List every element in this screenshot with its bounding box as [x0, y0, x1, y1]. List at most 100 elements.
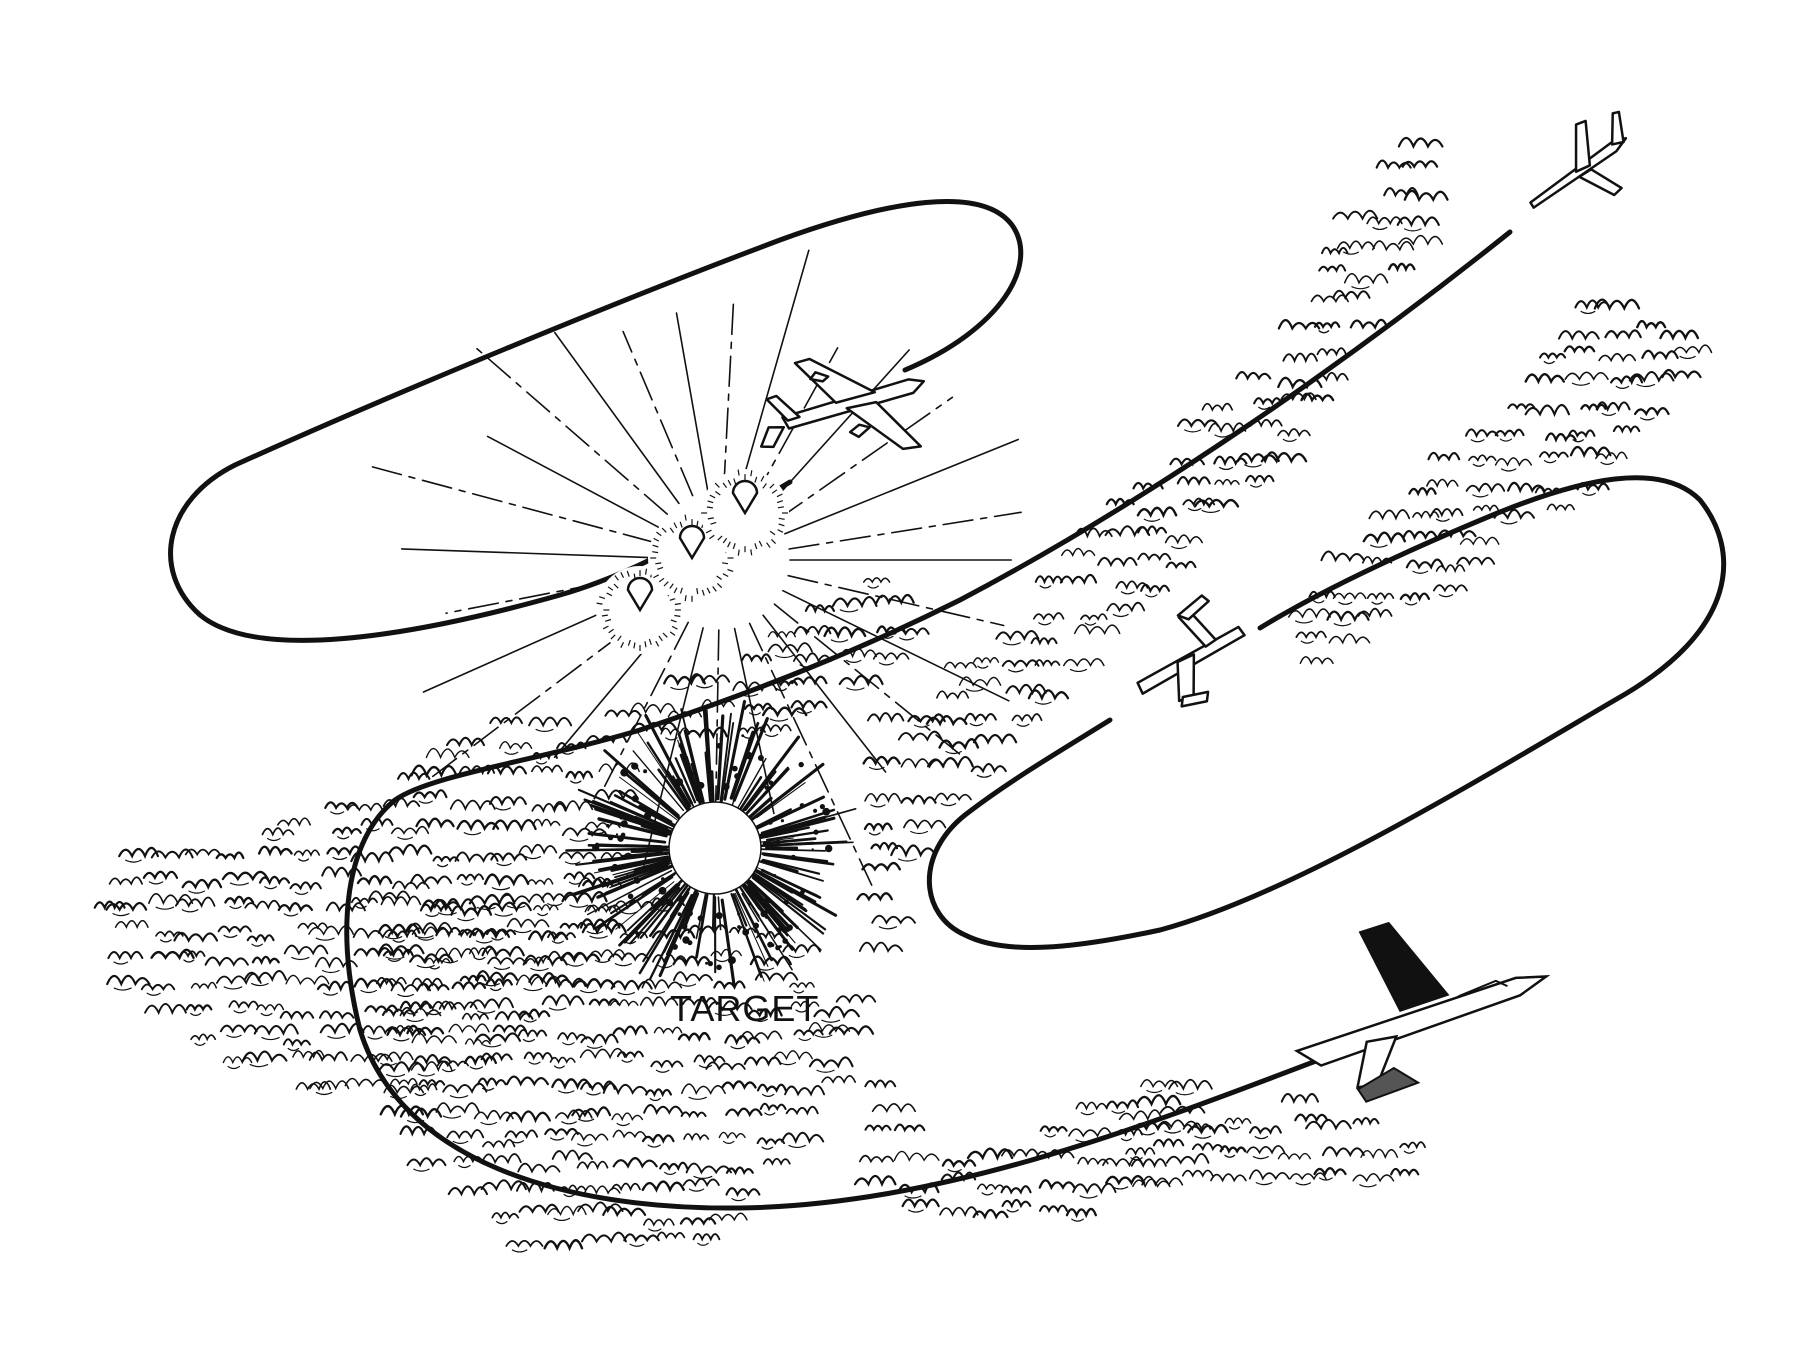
- tree-shadow: [230, 906, 241, 908]
- tree-shadow: [900, 638, 914, 640]
- tree-shadow: [147, 993, 160, 995]
- tree-clump: [1202, 404, 1232, 410]
- tree-shadow: [1080, 1196, 1097, 1198]
- tree-clump: [674, 957, 711, 964]
- tree-clump: [863, 863, 900, 869]
- tree-shadow: [149, 882, 162, 884]
- tree-shadow: [1301, 641, 1313, 643]
- tree-clump: [624, 1234, 658, 1240]
- tree-shadow: [630, 1244, 644, 1246]
- debris-dot: [612, 864, 619, 871]
- tree-clump: [1075, 625, 1120, 634]
- tree-clump: [223, 872, 268, 879]
- tree-clump: [507, 919, 548, 927]
- debris-dot: [606, 824, 609, 827]
- tree-clump: [1098, 558, 1136, 565]
- parachute-flares: [596, 469, 789, 654]
- tree-clump: [792, 701, 827, 707]
- tree-shadow: [261, 1013, 272, 1015]
- tree-clump: [553, 801, 592, 809]
- tree-shadow: [224, 935, 237, 937]
- tree-clump: [1003, 1200, 1031, 1206]
- tree-shadow: [1072, 1219, 1084, 1221]
- debris-dot: [734, 773, 740, 779]
- tree-shadow: [114, 962, 128, 964]
- debris-dot: [643, 769, 647, 773]
- tree-clump: [529, 718, 571, 726]
- tree-shadow: [1081, 1113, 1093, 1115]
- tree-clump: [679, 1033, 710, 1039]
- blast-streak: [713, 892, 714, 929]
- tree-clump: [612, 1113, 642, 1119]
- tree-shadow: [1572, 383, 1589, 385]
- tree-clump: [1073, 1184, 1116, 1192]
- tree-clump: [774, 1051, 813, 1059]
- tree-shadow: [1502, 469, 1516, 471]
- jet-bomber-icon: [1508, 102, 1655, 235]
- tree-clump: [578, 1162, 608, 1168]
- tree-clump: [1178, 477, 1210, 483]
- tree-clump: [1002, 1149, 1038, 1155]
- tree-clump: [187, 1005, 212, 1009]
- debris-dot: [635, 931, 639, 935]
- tree-clump: [1246, 476, 1273, 481]
- tree-shadow: [868, 586, 878, 588]
- tree-shadow: [474, 958, 485, 960]
- tree-shadow: [776, 655, 794, 657]
- debris-dot: [737, 913, 740, 916]
- tree-clump: [365, 1006, 397, 1011]
- tree-clump: [1334, 593, 1366, 598]
- tree-shadow: [815, 1035, 831, 1037]
- tree-clump: [974, 1210, 1008, 1217]
- debris-dot: [687, 769, 691, 773]
- tree-clump: [1141, 585, 1169, 591]
- tree-shadow: [1405, 229, 1421, 231]
- tree-clump: [453, 982, 485, 987]
- tree-clump: [391, 1079, 417, 1084]
- tree-clump: [866, 1125, 891, 1129]
- debris-dot: [691, 772, 695, 776]
- tree-shadow: [1121, 592, 1134, 594]
- debris-dot: [781, 819, 784, 822]
- tree-clump: [768, 632, 795, 637]
- tree-shadow: [1251, 485, 1262, 487]
- tree-shadow: [649, 992, 665, 994]
- debris-dot: [813, 830, 818, 835]
- tree-shadow: [262, 1038, 279, 1040]
- tree-clump: [1279, 320, 1319, 328]
- tree-shadow: [817, 1070, 834, 1072]
- tree-shadow: [1473, 464, 1484, 466]
- debris-dot: [678, 743, 683, 748]
- tree-clump: [1467, 484, 1505, 491]
- debris-dot: [773, 874, 776, 877]
- debris-dot: [813, 809, 817, 813]
- tree-clump: [506, 1241, 542, 1246]
- tree-clump: [644, 1105, 682, 1113]
- tree-shadow: [495, 914, 512, 916]
- tree-shadow: [1007, 1210, 1018, 1212]
- tree-clump: [611, 1000, 638, 1005]
- tree-shadow: [1176, 1093, 1193, 1095]
- tree-clump: [1250, 1126, 1281, 1132]
- tree-clump: [262, 828, 293, 834]
- tree-shadow: [1185, 430, 1201, 432]
- tree-shadow: [1229, 1127, 1239, 1129]
- tree-clump: [903, 1199, 939, 1206]
- tree-clump: [643, 1135, 673, 1141]
- tree-clump: [1300, 657, 1333, 664]
- tree-shadow: [497, 864, 511, 866]
- tree-shadow: [228, 1067, 239, 1069]
- tree-shadow: [316, 1092, 331, 1094]
- tree-clump: [1040, 1180, 1075, 1187]
- jungle-canopy: [95, 138, 1712, 1252]
- light-ray: [555, 333, 679, 504]
- tree-clump: [217, 853, 244, 858]
- tree-shadow: [1314, 601, 1324, 603]
- tree-clump: [822, 1076, 855, 1082]
- tree-shadow: [581, 991, 597, 993]
- tree-shadow: [570, 839, 588, 841]
- tree-shadow: [1188, 508, 1200, 510]
- tree-clump: [142, 984, 174, 989]
- tree-shadow: [780, 1063, 795, 1065]
- tree-clump: [1236, 372, 1270, 378]
